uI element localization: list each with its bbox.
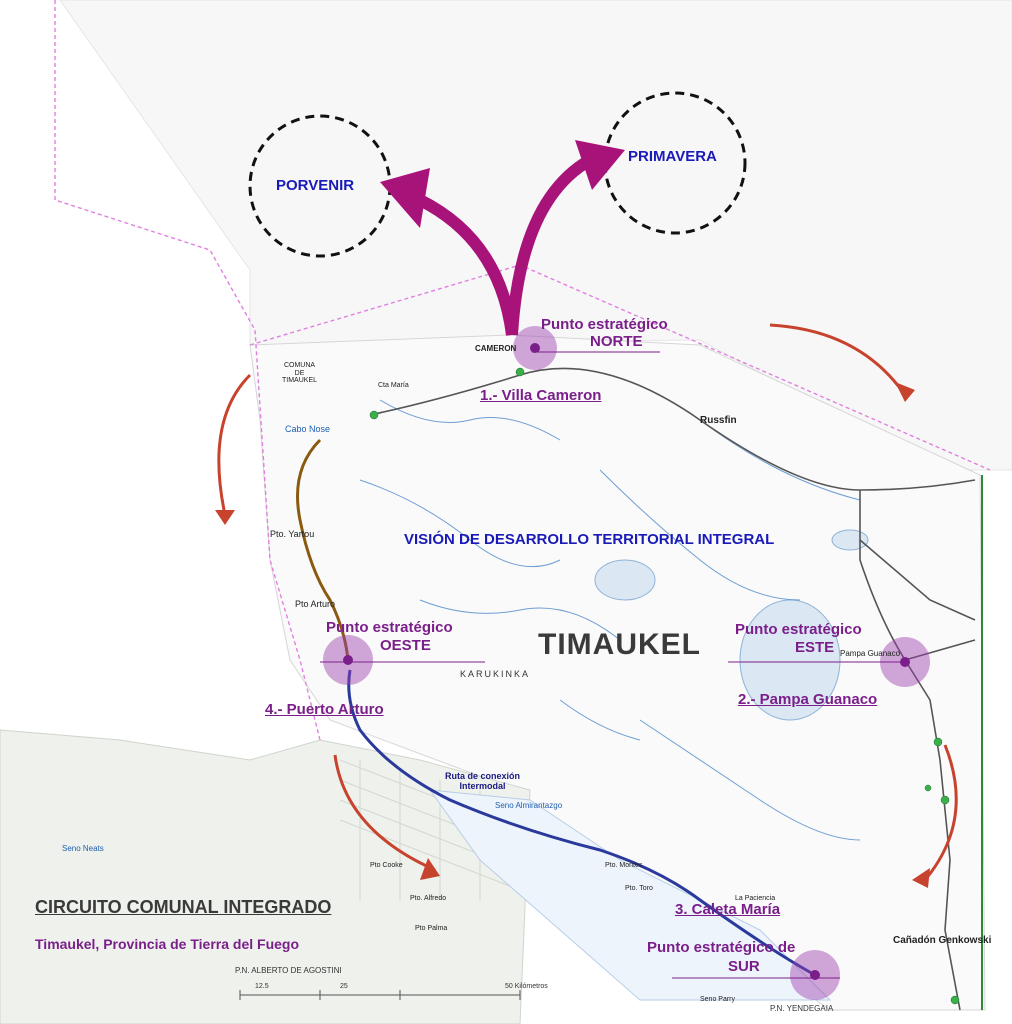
place-canadon-genkowski: Cañadón Genkowski bbox=[893, 935, 992, 946]
strategic-point-sur-sub: SUR bbox=[728, 958, 760, 975]
place-seno-almirantazgo: Seno Almirantazgo bbox=[495, 801, 563, 810]
route-label: Ruta de conexión Intermodal bbox=[445, 771, 521, 791]
vision-title: VISIÓN DE DESARROLLO TERRITORIAL INTEGRA… bbox=[404, 531, 775, 548]
place-pto-toro: Pto. Toro bbox=[625, 885, 653, 892]
place-comuna: COMUNA DE TIMAUKEL bbox=[282, 362, 318, 385]
stop-pampa-guanaco: 2.- Pampa Guanaco bbox=[738, 691, 878, 708]
place-pto-palma: Pto Palma bbox=[415, 925, 448, 932]
strategic-point-oeste-sub: OESTE bbox=[380, 637, 431, 654]
scale-12: 12.5 bbox=[255, 983, 269, 990]
place-russfin: Russfin bbox=[700, 415, 737, 426]
place-pto-alfredo: Pto. Alfredo bbox=[410, 895, 447, 902]
strategic-point-este-title: Punto estratégico bbox=[735, 621, 862, 638]
strategic-point-oeste-title: Punto estratégico bbox=[326, 619, 453, 636]
porvenir-label: PORVENIR bbox=[276, 177, 355, 194]
stop-caleta-maria: 3. Caleta María bbox=[675, 901, 781, 918]
red-arrow-northeast bbox=[769, 323, 907, 396]
scale-50: 50 Kilómetros bbox=[505, 983, 548, 990]
place-pto-montes: Pto. Montes bbox=[605, 862, 643, 869]
park-agostini: P.N. ALBERTO DE AGOSTINI bbox=[235, 966, 342, 975]
commune-name: TIMAUKEL bbox=[538, 628, 701, 661]
legend-subtitle: Timaukel, Provincia de Tierra del Fuego bbox=[35, 936, 300, 952]
stop-villa-cameron: 1.- Villa Cameron bbox=[480, 387, 602, 404]
arrow-to-porvenir-head bbox=[380, 168, 430, 228]
scale-25: 25 bbox=[340, 983, 348, 990]
place-pampa-guanaco: Pampa Guanaco bbox=[840, 649, 901, 658]
strategic-point-norte-sub: NORTE bbox=[590, 333, 643, 350]
strategic-point-norte-title: Punto estratégico bbox=[541, 316, 668, 333]
red-arrow-south bbox=[333, 754, 436, 872]
place-cta-maria: Cta María bbox=[378, 382, 409, 389]
strategic-point-este-sub: ESTE bbox=[795, 639, 835, 656]
place-pto-cooke: Pto Cooke bbox=[370, 862, 403, 869]
red-arrow-east bbox=[923, 744, 958, 881]
place-seno-neats: Seno Neats bbox=[62, 844, 104, 853]
primavera-label: PRIMAVERA bbox=[628, 148, 717, 165]
place-pto-yartou: Pto. Yartou bbox=[270, 529, 315, 539]
park-yendegaia: P.N. YENDEGAIA bbox=[770, 1004, 834, 1013]
red-arrow-west bbox=[217, 373, 252, 516]
place-pto-arturo: Pto Arturo bbox=[295, 599, 336, 609]
arrow-to-primavera-head bbox=[575, 140, 625, 190]
place-cameron: CAMERON bbox=[475, 344, 517, 353]
stop-puerto-arturo: 4.- Puerto Arturo bbox=[265, 701, 384, 718]
primavera-circle bbox=[603, 91, 747, 235]
place-la-paciencia: La Paciencia bbox=[735, 895, 776, 902]
arrow-to-primavera bbox=[506, 154, 594, 336]
karukinka-label: KARUKINKA bbox=[460, 669, 531, 679]
place-seno-parry: Seno Parry bbox=[700, 996, 736, 1003]
place-cabo-nose: Cabo Nose bbox=[285, 424, 331, 434]
strategic-point-sur-title: Punto estratégico de bbox=[647, 939, 796, 956]
legend-title: CIRCUITO COMUNAL INTEGRADO bbox=[35, 897, 332, 917]
